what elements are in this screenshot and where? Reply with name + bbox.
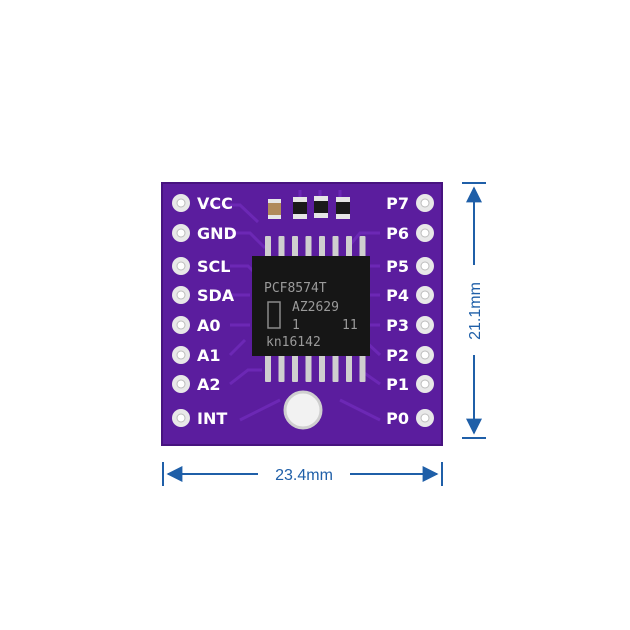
height-dimension: 21.1mm [462, 182, 486, 439]
pin-label-a1: A1 [197, 346, 221, 365]
resistor [336, 197, 350, 219]
pin-label-scl: SCL [197, 257, 230, 276]
nxp-logo-mark [267, 301, 281, 329]
pin-label-p1: P1 [386, 375, 409, 394]
pin-hole [176, 379, 186, 389]
resistor [293, 197, 307, 219]
pin-label-vcc: VCC [197, 194, 233, 213]
pin-label-p6: P6 [386, 224, 409, 243]
chip-pin-bottom [278, 354, 285, 382]
pin-label-p2: P2 [386, 346, 409, 365]
pin-hole [176, 413, 186, 423]
chip-pin-top [319, 236, 325, 258]
pcb-traces [200, 190, 382, 422]
pin-hole [420, 198, 430, 208]
chip-pin-bottom [292, 354, 298, 382]
pin-hole [420, 350, 430, 360]
chip-line-5: kn16142 [266, 335, 321, 350]
pin-hole [420, 379, 430, 389]
pin-hole [420, 413, 430, 423]
pin-label-p7: P7 [386, 194, 409, 213]
ic-chip [252, 256, 370, 356]
pin-hole [420, 290, 430, 300]
pin-label-p0: P0 [386, 409, 409, 428]
resistor [314, 196, 328, 218]
chip-pins [265, 236, 366, 382]
pin-hole [176, 320, 186, 330]
pin-hole [176, 350, 186, 360]
pin-hole [420, 261, 430, 271]
chip-pin-bottom [359, 354, 366, 382]
height-label: 21.1mm [467, 282, 484, 340]
chip-pin-top [278, 236, 285, 258]
chip-pin-top [346, 236, 352, 258]
capacitor [268, 199, 281, 219]
width-label: 23.4mm [275, 467, 333, 484]
pin-label-p4: P4 [386, 286, 409, 305]
chip-pin-top [265, 236, 271, 258]
chip-line-4: 11 [342, 318, 358, 333]
chip-line-1: PCF8574T [264, 281, 327, 296]
chip-line-2: AZ2629 [292, 300, 339, 315]
pin-label-a0: A0 [197, 316, 221, 335]
right-pin-pads [416, 194, 434, 427]
pin-hole [176, 228, 186, 238]
pin-label-sda: SDA [197, 286, 235, 305]
pin-hole [176, 261, 186, 271]
chip-line-3: 1 [292, 318, 300, 333]
chip-pin-top [332, 236, 339, 258]
chip-pin-bottom [332, 354, 339, 382]
pin-hole [420, 320, 430, 330]
mounting-hole [283, 390, 323, 430]
pin-label-p3: P3 [386, 316, 409, 335]
pin-label-p5: P5 [386, 257, 409, 276]
chip-pin-bottom [319, 354, 325, 382]
chip-pin-bottom [346, 354, 352, 382]
width-dimension: 23.4mm [162, 462, 443, 486]
pin-hole [420, 228, 430, 238]
chip-pin-bottom [265, 354, 271, 382]
chip-pin-top [292, 236, 298, 258]
pin-label-int: INT [197, 409, 227, 428]
smd-components [268, 196, 350, 219]
pin-label-a2: A2 [197, 375, 221, 394]
chip-pin-top [305, 236, 312, 258]
pin-label-gnd: GND [197, 224, 237, 243]
left-pin-pads [172, 194, 190, 427]
chip-pin-bottom [305, 354, 312, 382]
chip-pin-top [359, 236, 366, 258]
pin-hole [176, 198, 186, 208]
pin-hole [176, 290, 186, 300]
